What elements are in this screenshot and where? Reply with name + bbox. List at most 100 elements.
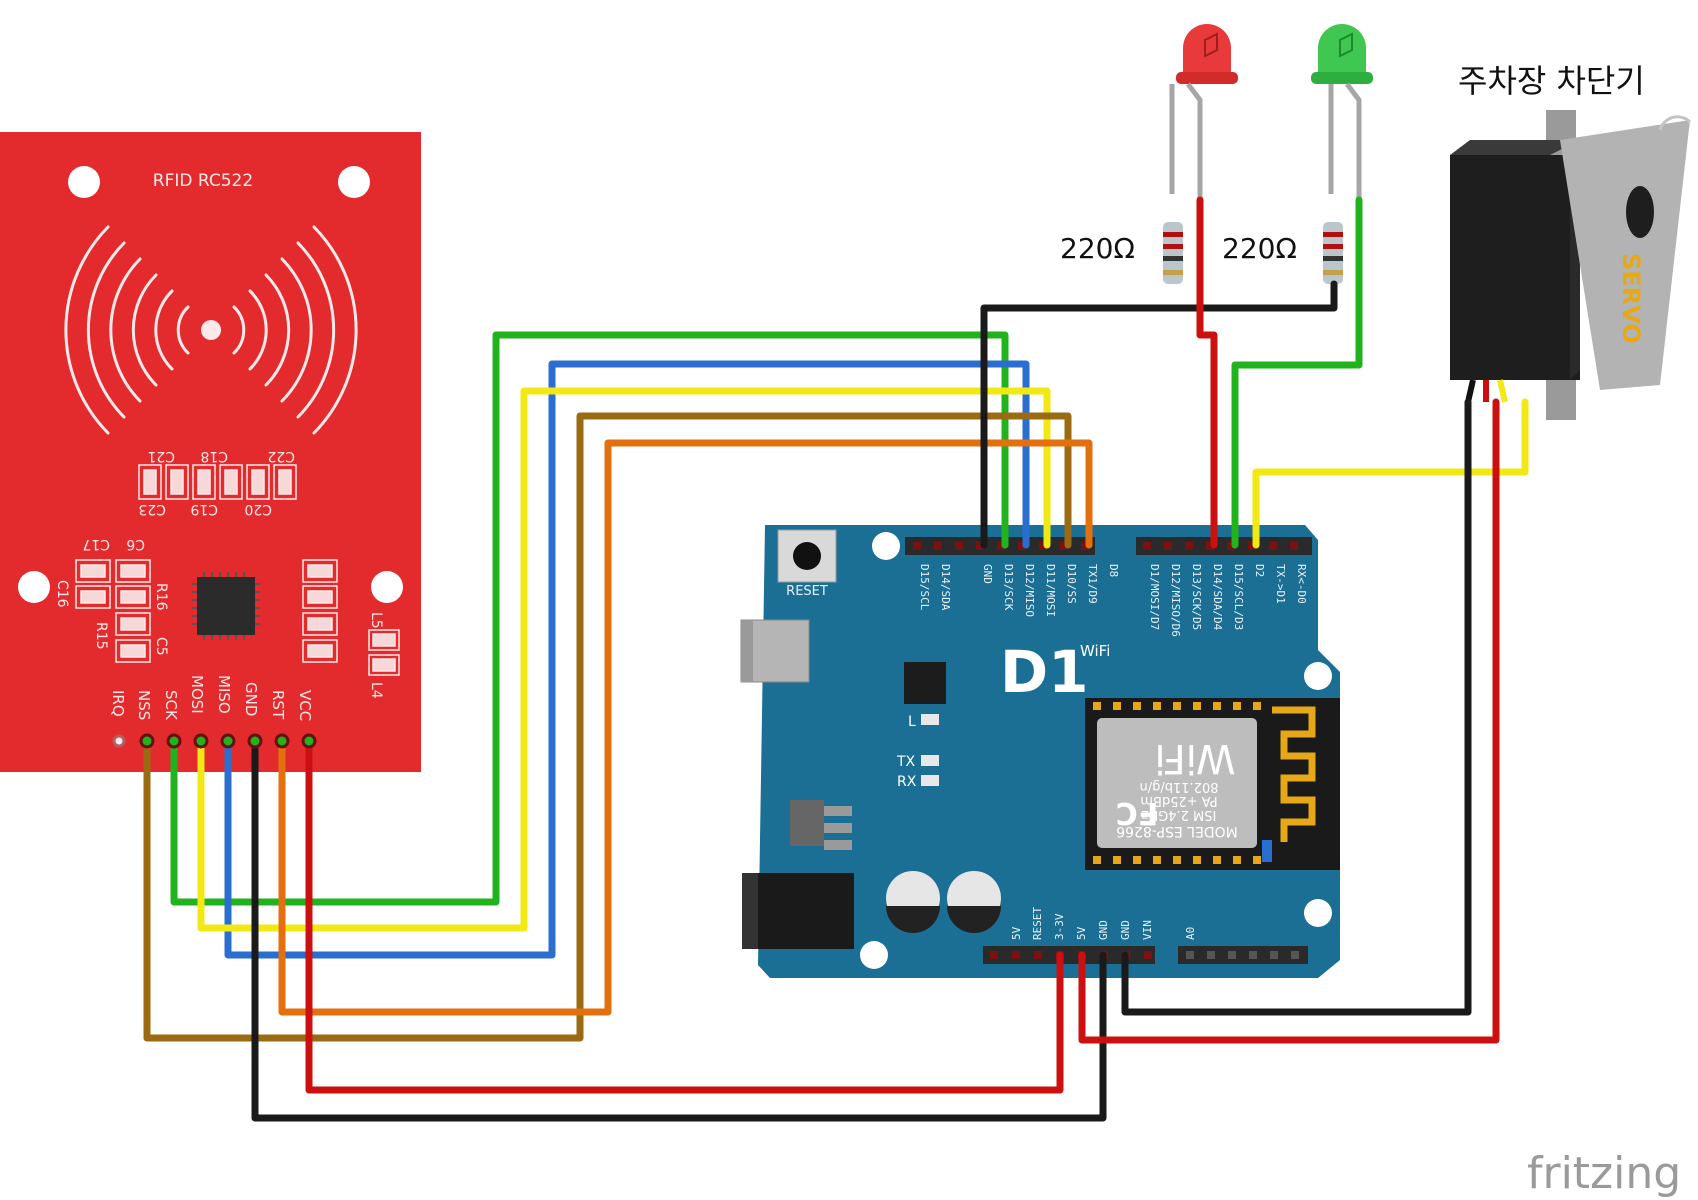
- pin-d12-miso: D12/MISO: [1023, 564, 1036, 617]
- reset-label: RESET: [786, 584, 828, 599]
- wire-sck: [170, 331, 1009, 906]
- pin-d3: D15/SCL/D3: [1232, 564, 1245, 630]
- mount-hole: [371, 571, 403, 603]
- pin-5v-a: 5V: [1010, 926, 1023, 940]
- rfid-title: RFID RC522: [153, 171, 253, 191]
- header-bottom-left: [983, 946, 1155, 964]
- label-c16: C16: [54, 580, 70, 608]
- module-std: 802.11b/g/n: [1140, 779, 1219, 794]
- pin-reset: RESET: [1031, 907, 1044, 940]
- pin-vin: VIN: [1141, 920, 1154, 940]
- fcc-logo: FC: [1116, 795, 1159, 830]
- pin-tx1-d9: TX1/D9: [1086, 564, 1099, 604]
- wire-led-gnd: [980, 280, 1338, 549]
- led-rx-label: RX: [897, 774, 917, 790]
- mount-hole: [338, 166, 370, 198]
- wire-servo-gnd: [1121, 398, 1472, 1016]
- pin-d14-sda: D14/SDA: [939, 564, 952, 611]
- dc-jack: [742, 873, 854, 949]
- label-c18: C18: [200, 448, 228, 464]
- pin-label-rst: RST: [269, 690, 287, 720]
- resistor-label-green: 220Ω: [1222, 232, 1297, 265]
- rfid-board: [0, 132, 421, 772]
- wemos-d1-board: RESET D1 WiFi L TX RX: [740, 525, 1340, 978]
- led-tx: [921, 755, 939, 766]
- wire-servo-signal: [1252, 398, 1529, 549]
- wire-servo-vcc: [1078, 398, 1500, 1044]
- component-labels: C21 C18 C22 C23 C19 C20 C17 C6 C16 R16 R…: [54, 448, 384, 699]
- smd-pads: [75, 464, 400, 676]
- bottom-pin-labels: 5V RESET 3-3V 5V GND GND VIN A0: [1010, 907, 1197, 940]
- reset-button[interactable]: [777, 529, 837, 583]
- header-bottom-right: [1178, 946, 1308, 964]
- led-tx-label: TX: [896, 754, 916, 770]
- pin-label-gnd: GND: [242, 682, 260, 716]
- servo-caption: 주차장 차단기: [1458, 62, 1645, 100]
- pin-label-vcc: VCC: [296, 690, 314, 721]
- fritzing-watermark: fritzing: [1527, 1148, 1681, 1199]
- header-top-right: [1136, 537, 1312, 555]
- pin-label-mosi: MOSI: [188, 675, 206, 714]
- led-l: [921, 714, 939, 725]
- antenna-icon: [64, 225, 358, 435]
- pin-d1: TX->D1: [1274, 564, 1287, 604]
- rfid-pin-labels: IRQ NSS SCK MOSI MISO GND RST VCC: [109, 675, 314, 721]
- mount-hole: [18, 571, 50, 603]
- resistor-green: [1323, 222, 1343, 284]
- top-left-pin-labels: D15/SCL D14/SDA GND D13/SCK D12/MISO D11…: [918, 564, 1120, 617]
- mount-hole: [860, 941, 888, 969]
- label-c6: C6: [126, 536, 145, 552]
- board-logo-sub: WiFi: [1080, 642, 1110, 660]
- wifi-logo: WiFi: [1155, 735, 1236, 781]
- servo-label: SERVO: [1617, 253, 1645, 344]
- mount-hole: [1304, 662, 1332, 690]
- wire-rst: [278, 439, 1093, 1016]
- pin-d2: D2: [1253, 564, 1266, 577]
- label-c5: C5: [153, 637, 169, 656]
- wire-nss: [143, 412, 1072, 1042]
- green-led: [1311, 24, 1373, 200]
- label-l4: L4: [368, 682, 384, 699]
- pin-5v-b: 5V: [1075, 926, 1088, 940]
- pin-d6: D12/MISO/D6: [1169, 564, 1182, 637]
- label-c17: C17: [82, 536, 110, 552]
- rfid-chip: [192, 572, 260, 640]
- electrolytic-capacitors: [886, 871, 1001, 933]
- board-logo: D1: [1000, 638, 1089, 706]
- pin-d4: D14/SDA/D4: [1211, 564, 1224, 631]
- label-l5: L5: [368, 612, 384, 629]
- pin-3v3: 3-3V: [1053, 913, 1066, 940]
- pin-d13-sck: D13/SCK: [1002, 564, 1015, 611]
- pin-gnd-b: GND: [1119, 920, 1132, 940]
- usb-port-edge: [741, 620, 753, 682]
- label-c20: C20: [244, 501, 272, 517]
- led-l-label: L: [908, 714, 916, 730]
- module-ism: ISM 2.4GHz: [1141, 807, 1216, 822]
- rfid-module: RFID RC522: [0, 132, 421, 772]
- servo-motor: SERVO: [1450, 110, 1692, 420]
- pin-label-nss: NSS: [135, 690, 153, 720]
- wires: [143, 196, 1529, 1122]
- esp8266-module: MODEL ESP-8266 ISM 2.4GHz PA +25dBm 802.…: [1085, 698, 1340, 870]
- pin-gnd: GND: [981, 564, 994, 584]
- led-rx: [921, 775, 939, 786]
- label-c23: C23: [138, 501, 166, 517]
- pin-d8: D8: [1107, 564, 1120, 577]
- red-led: [1169, 24, 1238, 200]
- pin-d11-mosi: D11/MOSI: [1044, 564, 1057, 617]
- voltage-regulator: [790, 800, 852, 850]
- wire-green-led: [1231, 196, 1363, 549]
- wire-red-led: [1196, 196, 1218, 549]
- pin-d15-scl: D15/SCL: [918, 564, 931, 611]
- mount-hole: [1304, 899, 1332, 927]
- pin-d7: D1/MOSI/D7: [1148, 564, 1161, 630]
- pin-d5: D13/SCK/D5: [1190, 564, 1203, 630]
- label-c21: C21: [147, 448, 175, 464]
- mount-hole: [872, 532, 900, 560]
- pin-label-miso: MISO: [215, 675, 233, 714]
- onboard-leds: L TX RX: [896, 714, 939, 790]
- rfid-pin-holes: [112, 734, 126, 748]
- label-c22: C22: [267, 448, 295, 464]
- module-model: MODEL ESP-8266: [1116, 823, 1238, 839]
